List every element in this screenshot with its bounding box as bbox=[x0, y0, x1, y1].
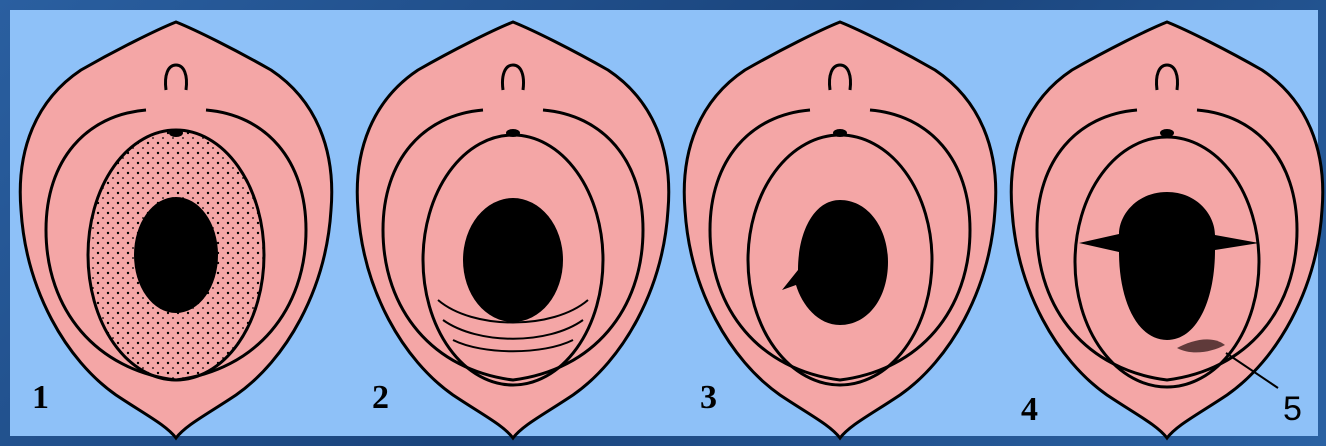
figure-1-label: 1 bbox=[32, 379, 49, 416]
figure-2 bbox=[357, 22, 669, 438]
figure-3 bbox=[684, 22, 996, 438]
figure-4 bbox=[1011, 22, 1323, 438]
figure-4-label: 4 bbox=[1021, 391, 1038, 428]
callout-5-label: 5 bbox=[1283, 390, 1302, 428]
vaginal-opening bbox=[134, 197, 218, 313]
figure-2-label: 2 bbox=[372, 379, 389, 416]
figure-1 bbox=[20, 22, 332, 438]
vaginal-opening bbox=[463, 198, 563, 322]
figure-3-label: 3 bbox=[700, 379, 717, 416]
